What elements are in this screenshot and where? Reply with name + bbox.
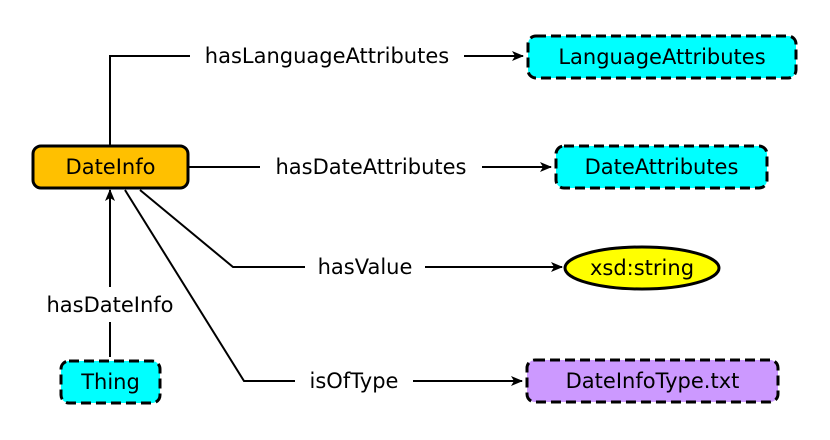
node-date-attributes[interactable]: DateAttributes	[554, 144, 769, 190]
node-shape	[554, 144, 769, 190]
edge-has-value: hasValue	[139, 189, 563, 279]
node-shape	[59, 359, 162, 405]
edge-label-is-of-type: isOfType	[310, 369, 399, 393]
edge-label-has-date-attributes: hasDateAttributes	[276, 155, 467, 179]
node-language-attributes[interactable]: LanguageAttributes	[526, 34, 798, 80]
edge-has-language-attributes: hasLanguageAttributes	[109, 44, 524, 146]
edge-label-has-language-attributes: hasLanguageAttributes	[205, 44, 449, 68]
edge-line	[124, 189, 295, 382]
node-label-date-info-type: DateInfoType.txt	[566, 369, 740, 393]
node-date-info-type[interactable]: DateInfoType.txt	[525, 358, 780, 404]
node-shape	[525, 358, 780, 404]
node-shape	[563, 245, 721, 291]
node-xsd-string[interactable]: xsd:string	[563, 245, 721, 291]
node-label-thing: Thing	[80, 370, 140, 394]
node-label-language-attributes: LanguageAttributes	[558, 45, 765, 69]
node-label-date-attributes: DateAttributes	[585, 155, 739, 179]
edge-line	[109, 55, 190, 146]
edge-label-background	[43, 293, 177, 317]
node-thing[interactable]: Thing	[59, 359, 162, 405]
edge-label-background	[306, 369, 402, 393]
edge-label-has-value: hasValue	[318, 255, 413, 279]
edge-has-date-attributes: hasDateAttributes	[188, 155, 552, 179]
edge-label-background	[314, 255, 416, 279]
edge-is-of-type: isOfType	[124, 189, 523, 393]
edge-has-date-info: hasDateInfo	[43, 189, 177, 357]
edge-label-background	[272, 155, 470, 179]
node-label-xsd-string: xsd:string	[590, 256, 694, 280]
node-shape	[31, 144, 190, 190]
edge-label-background	[201, 44, 453, 68]
node-label-date-info: DateInfo	[66, 155, 156, 179]
node-shape	[526, 34, 798, 80]
edge-line	[139, 189, 305, 268]
node-date-info[interactable]: DateInfo	[31, 144, 190, 190]
edge-label-has-date-info: hasDateInfo	[46, 293, 173, 317]
